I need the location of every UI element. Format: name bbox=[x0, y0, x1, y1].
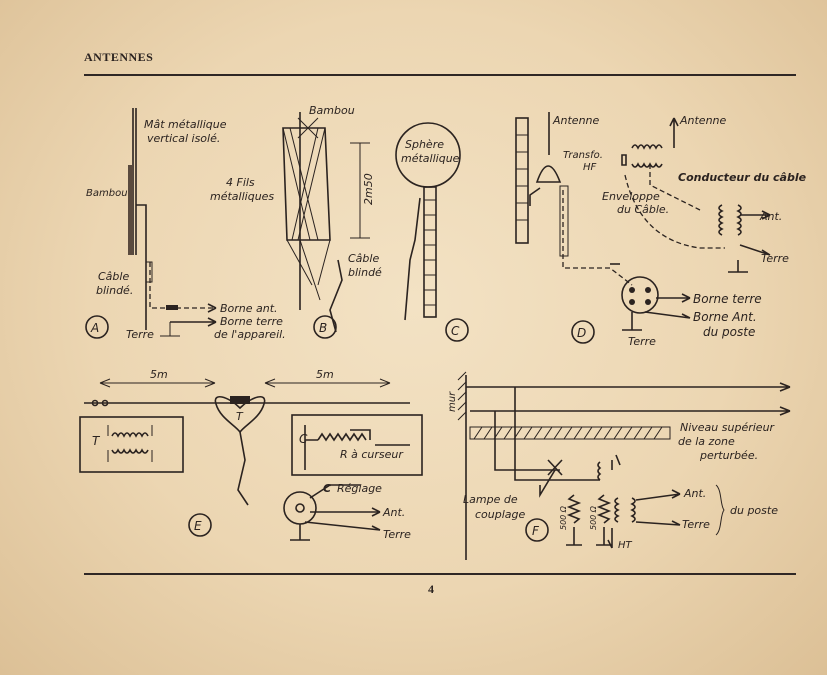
page-title: ANTENNES bbox=[84, 50, 154, 64]
svg-text:Bambou: Bambou bbox=[86, 188, 128, 199]
svg-text:mur: mur bbox=[447, 391, 458, 412]
svg-text:HF: HF bbox=[583, 162, 597, 173]
svg-text:Borne ant.: Borne ant. bbox=[220, 302, 278, 315]
svg-text:Sphère: Sphère bbox=[405, 138, 444, 151]
svg-text:couplage: couplage bbox=[475, 508, 526, 521]
disturbed-zone bbox=[473, 426, 663, 440]
svg-text:Mât métallique: Mât métallique bbox=[144, 118, 227, 131]
svg-text:métalliques: métalliques bbox=[210, 190, 274, 203]
figure-c-badge bbox=[445, 318, 469, 342]
svg-text:Ant.: Ant. bbox=[683, 487, 706, 500]
svg-text:Câble: Câble bbox=[348, 252, 379, 265]
coupling-coil-top bbox=[631, 144, 663, 150]
svg-text:Bambou: Bambou bbox=[309, 104, 355, 117]
rheostat bbox=[317, 432, 367, 442]
ladder-pole bbox=[515, 117, 529, 244]
svg-text:du poste: du poste bbox=[703, 325, 755, 339]
svg-text:Câble: Câble bbox=[98, 270, 129, 283]
svg-text:Ant.: Ant. bbox=[759, 210, 782, 223]
svg-text:500 Ω: 500 Ω bbox=[589, 505, 598, 530]
hf-transformer bbox=[535, 165, 562, 183]
svg-text:Antenne: Antenne bbox=[552, 114, 600, 127]
svg-text:Borne terre: Borne terre bbox=[693, 292, 762, 306]
ladder-pole bbox=[423, 186, 437, 318]
svg-text:A: A bbox=[90, 321, 99, 335]
receiver-socket bbox=[621, 276, 659, 314]
svg-text:HT: HT bbox=[618, 540, 633, 551]
svg-text:de la zone: de la zone bbox=[678, 435, 735, 448]
figure-a-badge bbox=[85, 315, 109, 339]
svg-text:Terre: Terre bbox=[383, 528, 411, 541]
rheostat-box bbox=[291, 414, 423, 476]
shielded-cable bbox=[404, 197, 421, 321]
figure-b-badge bbox=[313, 315, 337, 339]
transformer-box bbox=[79, 416, 184, 473]
svg-text:C: C bbox=[323, 482, 331, 495]
svg-text:métallique: métallique bbox=[401, 152, 460, 165]
output-coil bbox=[718, 204, 724, 236]
figure-b: Bambou 4 Fils métalliques 2m50 B bbox=[210, 104, 375, 339]
svg-text:Terre: Terre bbox=[682, 518, 710, 531]
svg-text:de l'appareil.: de l'appareil. bbox=[214, 328, 286, 341]
svg-text:perturbée.: perturbée. bbox=[699, 449, 758, 462]
svg-text:C: C bbox=[299, 432, 308, 446]
svg-text:vertical isolé.: vertical isolé. bbox=[147, 132, 220, 145]
svg-text:Borne Ant.: Borne Ant. bbox=[693, 310, 757, 324]
resistor-1 bbox=[566, 494, 582, 524]
svg-text:2m50: 2m50 bbox=[362, 173, 375, 205]
svg-text:Conducteur du câble: Conducteur du câble bbox=[678, 171, 807, 184]
page-number: 4 bbox=[428, 582, 434, 596]
svg-text:5m: 5m bbox=[316, 368, 334, 381]
svg-text:T: T bbox=[92, 434, 101, 448]
header-rule bbox=[84, 74, 796, 76]
svg-text:C: C bbox=[451, 324, 460, 338]
svg-text:T: T bbox=[236, 410, 244, 423]
svg-text:du poste: du poste bbox=[730, 504, 778, 517]
svg-text:Niveau supérieur: Niveau supérieur bbox=[680, 421, 776, 434]
svg-text:Terre: Terre bbox=[628, 335, 656, 348]
resistor-2 bbox=[596, 494, 612, 524]
svg-text:Enveloppe: Enveloppe bbox=[602, 190, 660, 203]
svg-text:R à curseur: R à curseur bbox=[340, 448, 404, 461]
svg-text:500 Ω: 500 Ω bbox=[559, 505, 568, 530]
svg-text:5m: 5m bbox=[150, 368, 168, 381]
svg-text:blindé: blindé bbox=[348, 266, 382, 279]
bamboo-pole bbox=[128, 165, 133, 255]
figure-d-badge bbox=[571, 320, 595, 344]
svg-text:du Câble.: du Câble. bbox=[617, 203, 669, 216]
figure-c: Sphère métallique Câble blindé C bbox=[348, 122, 469, 342]
svg-text:Antenne: Antenne bbox=[679, 114, 727, 127]
svg-text:F: F bbox=[532, 524, 540, 538]
brace bbox=[715, 484, 725, 536]
svg-text:Terre: Terre bbox=[126, 328, 154, 341]
figure-a: Mât métallique vertical isolé. Bambou Câ… bbox=[85, 108, 286, 341]
svg-text:Transfo.: Transfo. bbox=[563, 150, 603, 161]
svg-text:blindé.: blindé. bbox=[96, 284, 133, 297]
figure-e-badge bbox=[188, 513, 212, 537]
svg-text:D: D bbox=[577, 326, 586, 340]
svg-text:Terre: Terre bbox=[761, 252, 789, 265]
svg-text:Lampe de: Lampe de bbox=[463, 493, 518, 506]
svg-text:E: E bbox=[194, 519, 202, 533]
figure-f-badge bbox=[525, 518, 549, 542]
figure-f: mur Niveau supérieur de la zone perturbé… bbox=[447, 371, 791, 560]
footer-rule bbox=[84, 573, 796, 575]
svg-text:4 Fils: 4 Fils bbox=[226, 176, 255, 189]
svg-text:Borne terre: Borne terre bbox=[220, 315, 283, 328]
figure-e: 5m 5m T T C R à curseur C Réglage Ant. T… bbox=[79, 368, 423, 541]
svg-text:Ant.: Ant. bbox=[382, 506, 405, 519]
svg-text:Réglage: Réglage bbox=[337, 482, 382, 495]
coupling-lamp bbox=[547, 459, 563, 476]
cable-line bbox=[136, 204, 147, 330]
figure-d: Antenne Transfo. HF Antenne Conducteur d… bbox=[515, 112, 807, 348]
svg-text:B: B bbox=[319, 321, 327, 335]
